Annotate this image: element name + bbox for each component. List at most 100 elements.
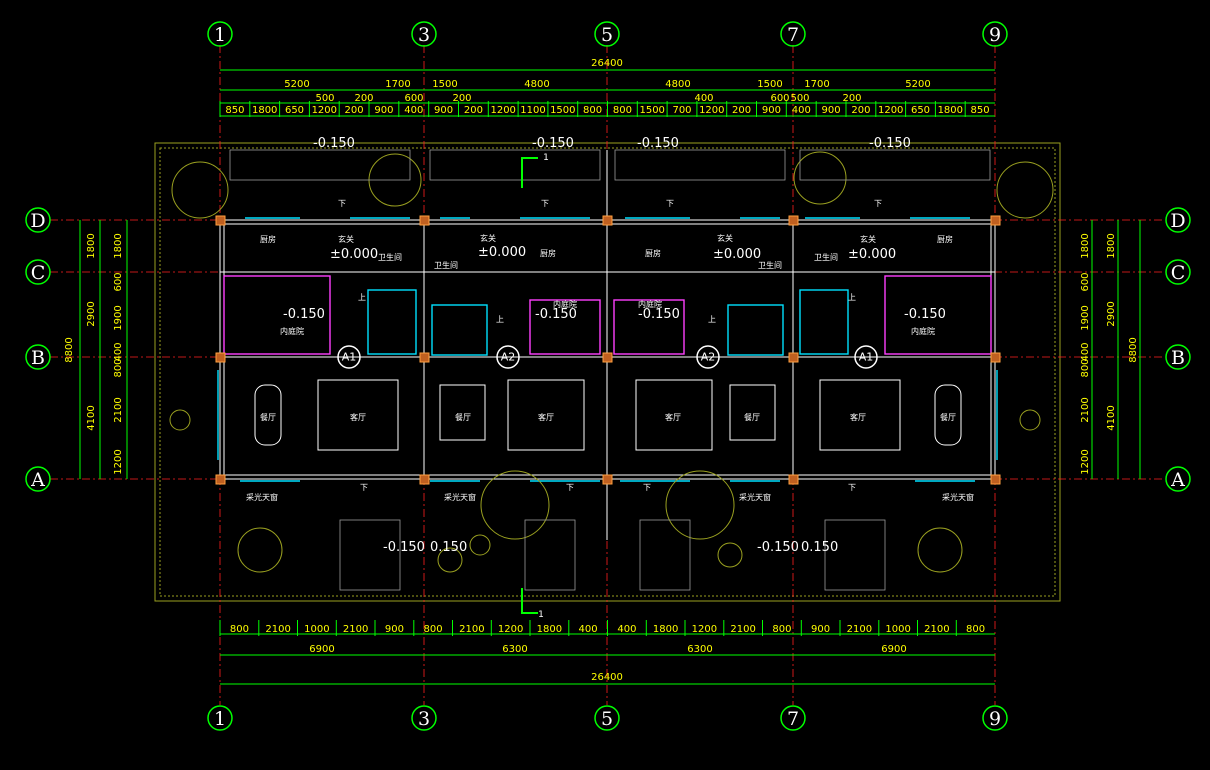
dim-top-r3-3: 1200 bbox=[312, 105, 337, 116]
dim-left-inner-0: 1800 bbox=[113, 233, 124, 258]
dim-top-r1-2: 1500 bbox=[432, 79, 457, 90]
dim-top-r3-17: 200 bbox=[732, 105, 751, 116]
unit-tag-2: A2 bbox=[501, 351, 516, 364]
dim-top-r3-7: 900 bbox=[434, 105, 453, 116]
dim-bot-r1-16: 2100 bbox=[847, 624, 872, 635]
dim-top-overall: 26400 bbox=[591, 58, 623, 69]
dim-bot-r2-1: 6300 bbox=[502, 644, 527, 655]
axis-label-A-right: A bbox=[1170, 469, 1185, 491]
dim-top-r3-21: 200 bbox=[851, 105, 870, 116]
dim-top-r3-13: 800 bbox=[613, 105, 632, 116]
elev-top-3: -0.150 bbox=[637, 136, 679, 151]
dim-bot-r1-5: 800 bbox=[424, 624, 443, 635]
dim-top-r3-4: 200 bbox=[345, 105, 364, 116]
room-courtyard-4: 内庭院 bbox=[911, 326, 935, 336]
dim-bot-r1-6: 2100 bbox=[459, 624, 484, 635]
room-dining-4: 餐厅 bbox=[940, 413, 956, 422]
dim-bot-r1-12: 1200 bbox=[692, 624, 717, 635]
dim-top-r1-3: 4800 bbox=[524, 79, 549, 90]
dim-top-r3-2: 650 bbox=[285, 105, 304, 116]
axis-label-3-bottom: 3 bbox=[418, 708, 430, 730]
furniture bbox=[254, 379, 962, 451]
dim-top-r3-20: 900 bbox=[822, 105, 841, 116]
dim-bot-r1-14: 800 bbox=[772, 624, 791, 635]
ramp-down-3: 下 bbox=[643, 483, 651, 492]
dim-top-r1-4: 4800 bbox=[665, 79, 690, 90]
axis-label-D-left: D bbox=[30, 210, 45, 232]
elev-bot-2: 0.150 bbox=[430, 540, 467, 555]
dim-left-mid-1: 2900 bbox=[86, 301, 97, 326]
dim-bot-r1-0: 800 bbox=[230, 624, 249, 635]
axis-label-A-left: A bbox=[30, 469, 45, 491]
axis-label-7-bottom: 7 bbox=[787, 708, 799, 730]
dim-top-r1-6: 1700 bbox=[804, 79, 829, 90]
entry-down-4: 下 bbox=[874, 199, 882, 208]
dim-right-inner-2: 1900 bbox=[1080, 305, 1091, 330]
axis-label-B-right: B bbox=[1171, 347, 1185, 369]
ramp-down-1: 下 bbox=[360, 483, 368, 492]
dim-bot-r1-3: 2100 bbox=[343, 624, 368, 635]
dim-top-r3-1: 1800 bbox=[252, 105, 277, 116]
dim-top-r3-22: 1200 bbox=[878, 105, 903, 116]
entry-down-2: 下 bbox=[541, 199, 549, 208]
axis-bubbles bbox=[25, 21, 1191, 731]
dim-right-inner-3: 400 bbox=[1080, 342, 1091, 361]
dim-right: 8800 1800 2900 4100 1800 600 1900 400 80… bbox=[1080, 233, 1139, 474]
dim-bot-r1-10: 400 bbox=[617, 624, 636, 635]
axis-labels: 1 3 5 7 9 1 3 5 7 9 D C B A D C B A bbox=[30, 24, 1185, 730]
room-toilet-2: 卫生间 bbox=[434, 260, 458, 270]
dim-bot-r1-7: 1200 bbox=[498, 624, 523, 635]
dim-top-r2-0: 500 bbox=[315, 93, 334, 104]
room-entrance-1: 玄关 bbox=[338, 234, 354, 244]
room-entrance-3: 玄关 bbox=[717, 233, 733, 243]
dim-top-r2-3: 200 bbox=[452, 93, 471, 104]
site-boundary-inner bbox=[159, 147, 1056, 597]
dim-right-mid-1: 2900 bbox=[1106, 301, 1117, 326]
room-entrance-2: 玄关 bbox=[480, 233, 496, 243]
room-living-3: 客厅 bbox=[665, 412, 681, 422]
dim-top-r3-16: 1200 bbox=[699, 105, 724, 116]
dim-top-row2: 500 600 200 200 400 500 600 200 bbox=[315, 93, 861, 104]
elev-bot-1: -0.150 bbox=[383, 540, 425, 555]
dim-top-r3-23: 650 bbox=[911, 105, 930, 116]
elev-mid-4: -0.150 bbox=[904, 307, 946, 322]
elev-top-4: -0.150 bbox=[869, 136, 911, 151]
room-kitchen-4: 厨房 bbox=[937, 234, 953, 244]
dim-top-r2-5: 500 bbox=[790, 93, 809, 104]
dim-bot-r1-9: 400 bbox=[579, 624, 598, 635]
axis-label-D-right: D bbox=[1170, 210, 1185, 232]
unit-tag-1: A1 bbox=[342, 351, 357, 364]
landscape-trees bbox=[169, 151, 1054, 573]
axis-label-3-top: 3 bbox=[418, 24, 430, 46]
dim-top-r3-6: 400 bbox=[404, 105, 423, 116]
dim-top-r3-11: 1500 bbox=[550, 105, 575, 116]
dim-left-mid-2: 4100 bbox=[86, 405, 97, 430]
elev-mid-1: -0.150 bbox=[283, 307, 325, 322]
dim-bot-r1-19: 800 bbox=[966, 624, 985, 635]
dim-right-inner-0: 1800 bbox=[1080, 233, 1091, 258]
axis-label-5-bottom: 5 bbox=[601, 708, 613, 730]
room-courtyard-3: 内庭院 bbox=[638, 299, 662, 309]
unit-tags: A1 A2 A2 A1 bbox=[342, 351, 874, 364]
dim-left-inner-5: 2100 bbox=[113, 397, 124, 422]
axis-label-B-left: B bbox=[31, 347, 45, 369]
ramp-down-2: 下 bbox=[566, 483, 574, 492]
dim-bot-r1-13: 2100 bbox=[730, 624, 755, 635]
elev-mid-3: -0.150 bbox=[638, 307, 680, 322]
dim-left: 8800 1800 2900 4100 1800 600 1900 400 80… bbox=[64, 233, 124, 474]
dim-left-mid-0: 1800 bbox=[86, 233, 97, 258]
room-toilet-4: 卫生间 bbox=[814, 252, 838, 262]
elev-floor-3: ±0.000 bbox=[713, 247, 761, 262]
dim-bot-r1-11: 1800 bbox=[653, 624, 678, 635]
section-mark-top: 1 bbox=[543, 153, 549, 163]
room-kitchen-2: 厨房 bbox=[540, 248, 556, 258]
room-sunroom-2: 采光天窗 bbox=[444, 492, 476, 502]
dim-left-inner-4: 800 bbox=[113, 358, 124, 377]
courtyards bbox=[223, 275, 992, 355]
room-toilet-3: 卫生间 bbox=[758, 260, 782, 270]
dim-top-r3-19: 400 bbox=[792, 105, 811, 116]
dim-top-r3-18: 900 bbox=[762, 105, 781, 116]
dim-bot-r2-3: 6900 bbox=[881, 644, 906, 655]
elev-floor-4: ±0.000 bbox=[848, 247, 896, 262]
